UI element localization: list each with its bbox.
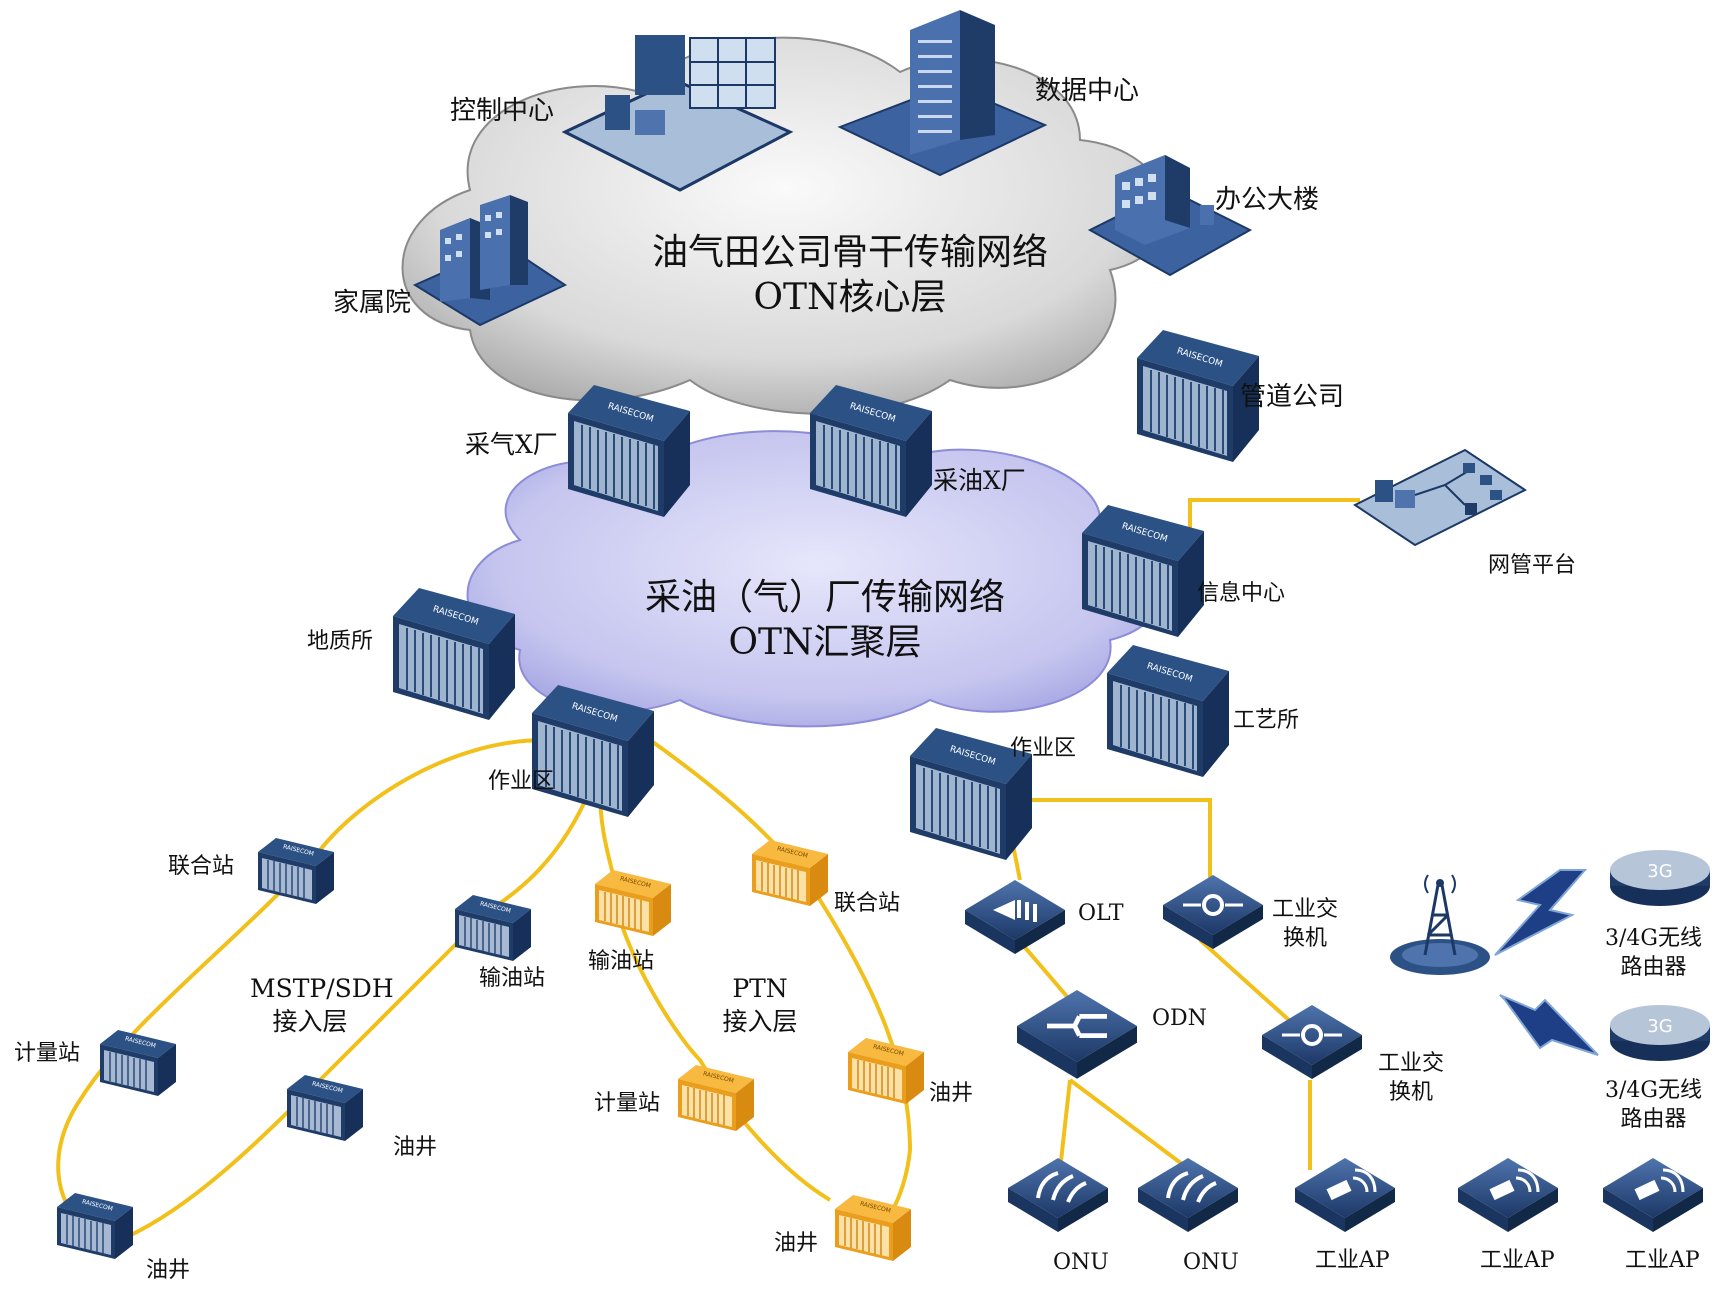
office-building-icon	[1087, 155, 1253, 277]
label-ptn-oil-transfer: 输油站	[588, 949, 655, 974]
control-room-icon	[561, 35, 794, 192]
label-control-center: 控制中心	[450, 96, 555, 126]
link-switch-switch	[1198, 938, 1302, 1032]
core-subtitle: OTN核心层	[753, 277, 947, 318]
otn-chassis-icon	[1106, 644, 1230, 778]
label-mstp-joint-station: 联合站	[168, 854, 235, 879]
label-mstp-layer: MSTP/SDH 接入层	[250, 974, 394, 1036]
label-gas-plant: 采气X厂	[465, 430, 558, 459]
industrial-switch-icon	[1163, 875, 1263, 949]
label-ptn-metering-station: 计量站	[594, 1091, 661, 1116]
label-data-center: 数据中心	[1035, 76, 1140, 106]
svg-text:3G: 3G	[1647, 861, 1672, 882]
link-info-nms	[1188, 498, 1360, 540]
label-family-compound: 家属院	[333, 288, 412, 318]
ptn-device-icon	[677, 1064, 755, 1132]
label-mstp-metering-station: 计量站	[14, 1041, 81, 1066]
label-oil-plant: 采油X厂	[933, 466, 1026, 495]
skyscraper-icon	[837, 10, 1048, 177]
label-work-zone-right: 作业区	[1010, 736, 1077, 761]
label-pipeline-company: 管道公司	[1240, 382, 1345, 412]
label-ptn-oil-well-a: 油井	[929, 1081, 974, 1106]
label-ap-c: 工业AP	[1625, 1248, 1700, 1273]
label-work-zone-left: 作业区	[488, 769, 555, 794]
nms-network-icon	[1353, 448, 1527, 547]
label-office-building: 办公大楼	[1215, 185, 1320, 215]
olt-icon	[965, 880, 1065, 954]
label-info-center: 信息中心	[1197, 581, 1286, 606]
label-nms-platform: 网管平台	[1488, 553, 1577, 578]
odn-splitter-icon	[1017, 990, 1137, 1079]
link-odn-onu-a	[1058, 1079, 1072, 1171]
label-ptn-joint-station: 联合站	[834, 891, 901, 916]
lightning-icon	[1499, 994, 1599, 1056]
link-odn-onu-b	[1068, 1078, 1192, 1172]
mstp-device-icon	[99, 1029, 177, 1097]
industrial-switch-icon	[1262, 1005, 1362, 1079]
aggregation-subtitle: OTN汇聚层	[728, 622, 922, 663]
ptn-ring-left	[598, 789, 832, 1202]
wifi-ap-icon	[1603, 1158, 1703, 1232]
label-ptn-oil-well-b: 油井	[774, 1231, 819, 1256]
mstp-ring-outer	[56, 738, 546, 1237]
ptn-device-icon	[834, 1194, 912, 1262]
label-onu-a: ONU	[1053, 1250, 1109, 1275]
label-mstp-oil-well-a: 油井	[393, 1135, 438, 1160]
aggregation-title-line1: 采油（气）厂传输网络	[644, 577, 1005, 618]
mstp-device-icon	[56, 1192, 134, 1260]
mstp-device-icon	[454, 894, 532, 962]
label-odn: ODN	[1152, 1006, 1207, 1031]
label-ap-b: 工业AP	[1480, 1248, 1555, 1273]
core-title-line1: 油气田公司骨干传输网络	[651, 232, 1048, 273]
label-onu-b: ONU	[1183, 1250, 1239, 1275]
label-olt: OLT	[1078, 901, 1124, 926]
ptn-device-icon	[594, 869, 672, 937]
ptn-device-icon	[847, 1037, 925, 1105]
label-ptn-layer: PTN 接入层	[722, 974, 798, 1036]
label-craft-institute: 工艺所	[1233, 708, 1300, 733]
label-mstp-oil-well-b: 油井	[146, 1258, 191, 1283]
router-3g-icon: 3G	[1610, 850, 1710, 906]
wifi-ap-icon	[1295, 1158, 1395, 1232]
onu-icon	[1008, 1158, 1108, 1232]
router-3g-icon: 3G	[1610, 1005, 1710, 1061]
wifi-ap-icon	[1458, 1158, 1558, 1232]
apartment-icon	[412, 195, 568, 327]
radio-tower-icon	[1390, 874, 1490, 975]
label-switch-b: 工业交 换机	[1378, 1051, 1445, 1105]
ptn-device-icon	[751, 839, 829, 907]
lightning-icon	[1494, 869, 1588, 956]
label-geology-institute: 地质所	[307, 629, 374, 654]
svg-text:3G: 3G	[1647, 1016, 1672, 1037]
mstp-ring-inner	[119, 789, 592, 1242]
mstp-device-icon	[286, 1074, 364, 1142]
label-ap-a: 工业AP	[1315, 1248, 1390, 1273]
ptn-ring-right	[648, 738, 913, 1242]
label-switch-a: 工业交 换机	[1272, 897, 1339, 951]
link-switch-top	[1010, 798, 1212, 880]
label-mstp-oil-transfer: 输油站	[479, 966, 546, 991]
label-router-a: 3/4G无线 路由器	[1605, 926, 1702, 980]
label-router-b: 3/4G无线 路由器	[1605, 1078, 1702, 1132]
onu-icon	[1138, 1158, 1238, 1232]
